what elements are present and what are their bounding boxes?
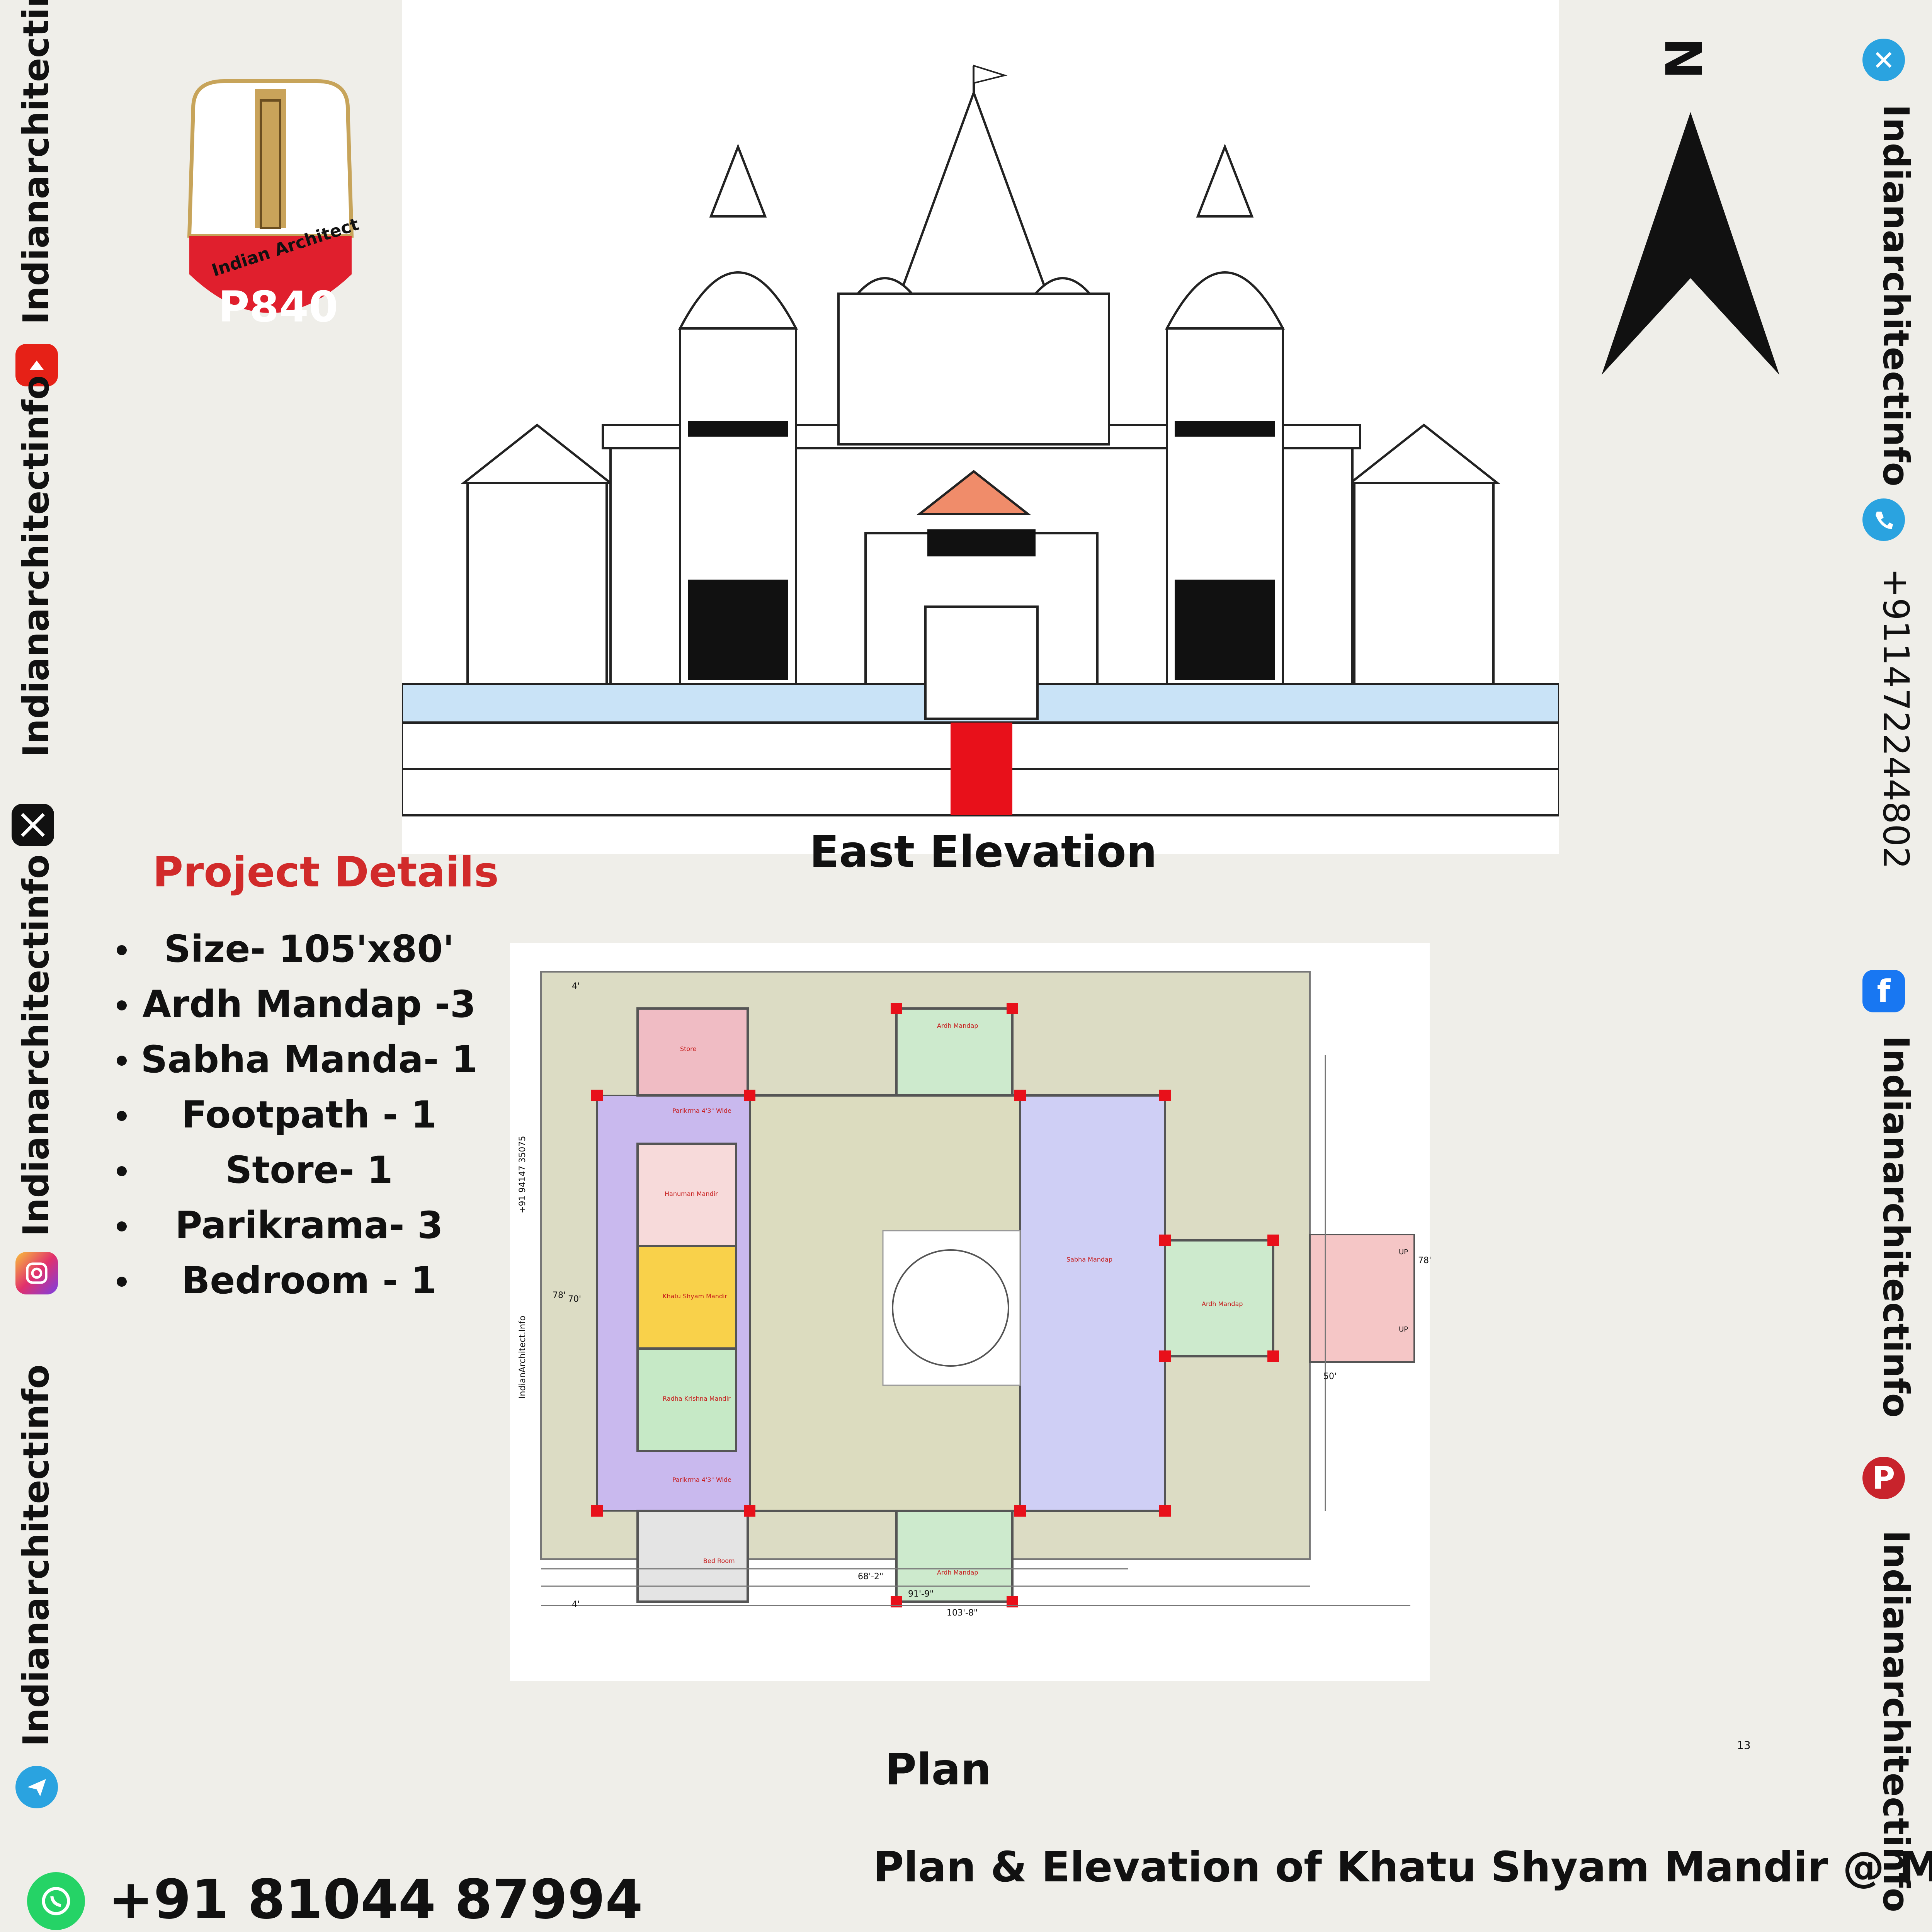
youtube-icon[interactable]: [15, 344, 58, 386]
plan-dim-78: 78': [553, 1291, 566, 1300]
plan-label-hanuman: Hanuman Mandir: [665, 1190, 718, 1197]
plan-drawing: [540, 971, 1415, 1607]
plan-title: Plan: [885, 1745, 992, 1795]
plan-label-ardh-top: Ardh Mandap: [937, 1022, 978, 1029]
plan-label-ardh-bottom: Ardh Mandap: [937, 1569, 978, 1576]
plan-dim-width-1: 68'-2": [858, 1572, 884, 1582]
north-label: N: [1653, 37, 1712, 80]
handle-left-4: Indianarchitectinfo: [15, 1364, 57, 1747]
page-number: 13: [1737, 1739, 1751, 1752]
plan-label-radha: Radha Krishna Mandir: [663, 1395, 731, 1402]
plan-label-parikrama-bottom: Parikrma 4'3" Wide: [672, 1476, 731, 1483]
plan-side-phone: +91 94147 35075: [518, 1136, 527, 1213]
elevation-panel: [401, 0, 1560, 854]
plan-dim-50: 50': [1323, 1372, 1337, 1381]
x-twitter-icon[interactable]: [12, 804, 54, 846]
logo-badge: P840: [218, 282, 338, 332]
pinterest-icon[interactable]: P: [1862, 1457, 1905, 1499]
whatsapp-number[interactable]: +91 81044 87994: [108, 1868, 643, 1931]
facebook-icon[interactable]: f: [1862, 970, 1905, 1012]
detail-item: Sabha Manda- 1: [112, 1038, 483, 1093]
plan-up-2: UP: [1399, 1325, 1408, 1333]
handle-right-1: Indianarchitectinfo: [1875, 104, 1917, 486]
plan-label-bedroom: Bed Room: [703, 1557, 735, 1565]
plan-dim-70: 70': [568, 1294, 582, 1304]
detail-item: Ardh Mandap -3: [112, 983, 483, 1038]
footer-title: Plan & Elevation of Khatu Shyam Mandir @…: [873, 1843, 1932, 1891]
detail-item: Store- 1: [112, 1148, 483, 1204]
north-arrow-icon: [1600, 112, 1781, 379]
handle-left-1: Indianarchitectinfo: [15, 0, 57, 325]
plan-label-parikrama-top: Parikrma 4'3" Wide: [672, 1107, 731, 1114]
plan-panel: Store Parikrma 4'3" Wide Parikrma 4'3" W…: [510, 943, 1432, 1681]
plan-label-sabha: Sabha Mandap: [1066, 1256, 1113, 1263]
handle-right-2: Indianarchitectinfo: [1875, 1036, 1917, 1418]
elevation-title: East Elevation: [810, 827, 1157, 877]
plan-label-store: Store: [680, 1045, 697, 1053]
plan-dim-width-2: 91'-9": [908, 1589, 934, 1599]
plan-dim-4-top: 4': [572, 981, 580, 991]
detail-item: Parikrama- 3: [112, 1204, 483, 1259]
handle-left-2: Indianarchitectinfo: [15, 375, 57, 757]
plan-label-ardh-right: Ardh Mandap: [1202, 1300, 1243, 1308]
plan-up-1: UP: [1399, 1248, 1408, 1256]
plan-label-khatu: Khatu Shyam Mandir: [663, 1293, 728, 1300]
instagram-icon[interactable]: [15, 1252, 58, 1294]
detail-item: Footpath - 1: [112, 1093, 483, 1148]
project-details-list: Size- 105'x80' Ardh Mandap -3 Sabha Mand…: [112, 927, 483, 1314]
project-details-heading: Project Details: [153, 848, 499, 896]
brand-logo: [178, 58, 363, 340]
handle-left-3: Indianarchitectinfo: [15, 854, 57, 1236]
plan-dim-4-bottom: 4': [572, 1600, 580, 1609]
whatsapp-icon[interactable]: [27, 1872, 85, 1930]
telegram-icon[interactable]: [15, 1766, 58, 1808]
plan-dim-width-3: 103'-8": [947, 1608, 978, 1618]
detail-item: Bedroom - 1: [112, 1259, 483, 1314]
x-icon-right[interactable]: [1862, 39, 1905, 81]
phone-icon[interactable]: [1862, 498, 1905, 541]
plan-side-site: IndianArchitect.Info: [518, 1315, 527, 1399]
east-elevation-drawing: [401, 65, 1560, 816]
phone-number-vertical[interactable]: +911472244802: [1875, 568, 1917, 869]
plan-dim-78-right: 78': [1418, 1256, 1432, 1265]
detail-item: Size- 105'x80': [112, 927, 483, 983]
